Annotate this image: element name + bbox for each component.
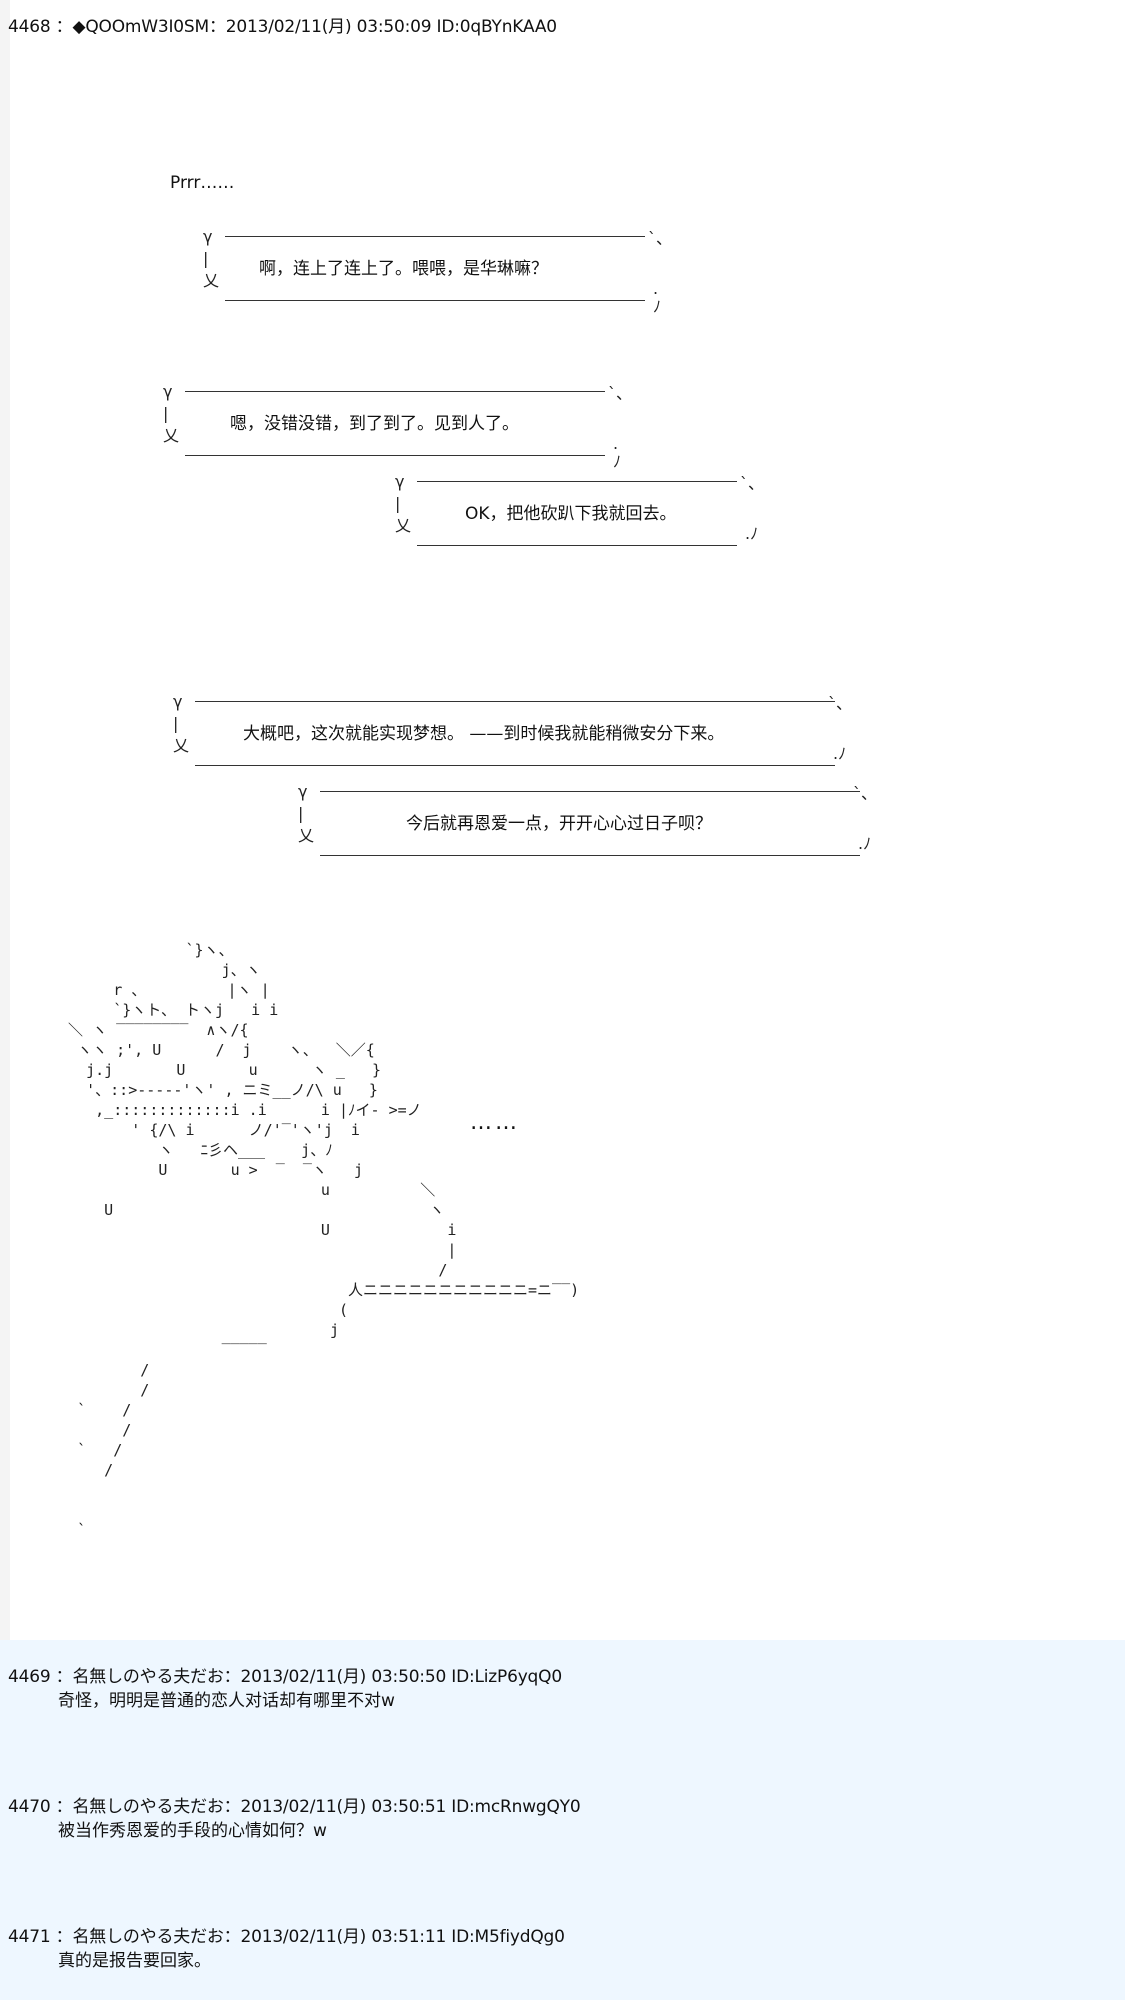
post-body-4471: 真的是报告要回家。 bbox=[58, 1951, 211, 1971]
speech-bubble-5: γ | 乂 `、 .ﾉ 今后就再恩爱一点，开开心心过日子呗？ bbox=[298, 782, 898, 865]
bubble-bottom-edge bbox=[225, 300, 645, 301]
bubble-corner: `、 bbox=[648, 229, 673, 248]
bubble-side: | bbox=[163, 404, 169, 423]
bubble-corner: γ bbox=[203, 227, 213, 246]
bubble-text-1: 啊，连上了连上了。喂喂，是华琳嘛？ bbox=[259, 259, 548, 279]
bubble-corner: `、 bbox=[853, 784, 878, 803]
post-body-4469: 奇怪，明明是普通的恋人对话却有哪里不对w bbox=[58, 1691, 395, 1711]
bubble-corner: 乂 bbox=[203, 271, 220, 290]
ascii-art-line: ` bbox=[50, 1521, 87, 1539]
ascii-art-line: ( bbox=[50, 1301, 349, 1319]
bubble-corner: `、 bbox=[740, 474, 765, 493]
ascii-art-line: j.j U u ヽ _ } bbox=[50, 1061, 382, 1079]
ascii-art-line: u ＼ bbox=[50, 1181, 436, 1199]
ascii-art-line: / bbox=[50, 1421, 132, 1439]
bubble-corner: .ﾉ bbox=[653, 279, 662, 316]
bubble-corner: `、 bbox=[608, 384, 633, 403]
bubble-top-edge bbox=[195, 701, 835, 702]
post-body-4470: 被当作秀恩爱的手段的心情如何？w bbox=[58, 1821, 327, 1841]
ascii-art-line: / bbox=[50, 1261, 448, 1279]
bubble-bottom-edge bbox=[417, 545, 737, 546]
bubble-side: | bbox=[173, 714, 179, 733]
ascii-art-line: U ヽ bbox=[50, 1201, 445, 1219]
bubble-bottom-edge bbox=[195, 765, 835, 766]
bubble-corner: .ﾉ bbox=[833, 744, 847, 763]
bubble-corner: .ﾉ bbox=[858, 834, 872, 853]
ascii-art-line: ' {/\ i ノ/'‾'ヽ'j i bbox=[50, 1121, 360, 1139]
bubble-side: | bbox=[298, 804, 304, 823]
speech-bubble-3: γ | 乂 `、 .ﾉ OK，把他砍趴下我就回去。 bbox=[395, 472, 765, 555]
post-header-4468: 4468 ：◆QOOmW3I0SM：2013/02/11(月) 03:50:09… bbox=[8, 17, 557, 37]
bubble-corner: 乂 bbox=[298, 826, 315, 845]
post-header-4470: 4470 ：名無しのやる夫だお：2013/02/11(月) 03:50:51 I… bbox=[8, 1797, 581, 1817]
speech-bubble-2: γ | 乂 `、 .ﾉ 嗯，没错没错，到了到了。见到人了。 bbox=[163, 382, 632, 471]
bubble-corner: 乂 bbox=[173, 736, 190, 755]
bubble-top-edge bbox=[417, 481, 737, 482]
ascii-art-line: ヽ ﾆ彡ヘ___ j、ﾉ bbox=[50, 1141, 333, 1159]
bubble-side: | bbox=[203, 249, 209, 268]
bubble-corner: 乂 bbox=[395, 516, 412, 535]
bubble-corner: γ bbox=[163, 382, 173, 401]
left-gutter bbox=[0, 0, 10, 1640]
ascii-art-line bbox=[50, 1480, 579, 1500]
ascii-art-line: ‾‾‾‾‾ bbox=[50, 1341, 267, 1359]
speech-bubble-4: γ | 乂 `、 .ﾉ 大概吧，这次就能实现梦想。 ——到时候我就能稍微安分下来… bbox=[173, 692, 853, 775]
bubble-top-edge bbox=[185, 391, 605, 392]
bubble-text-3: OK，把他砍趴下我就回去。 bbox=[465, 504, 677, 524]
ascii-art-line bbox=[50, 1500, 579, 1520]
ascii-art-line: `}ヽト、 トヽj i i bbox=[50, 1001, 279, 1019]
post-header-4469: 4469 ：名無しのやる夫だお：2013/02/11(月) 03:50:50 I… bbox=[8, 1667, 562, 1687]
ascii-art-line: j bbox=[50, 1321, 339, 1339]
bubble-text-5: 今后就再恩爱一点，开开心心过日子呗？ bbox=[406, 814, 712, 834]
bubble-corner: .ﾉ bbox=[745, 524, 759, 543]
ascii-art-line: U u > ‾ ‾ヽ j bbox=[50, 1161, 364, 1179]
bubble-corner: γ bbox=[173, 692, 183, 711]
bubble-top-edge bbox=[225, 236, 645, 237]
bubble-corner: .ﾉ bbox=[613, 434, 622, 471]
replies-area bbox=[0, 1640, 1125, 2000]
ascii-art-line: ヽヽ ;', U / j ヽ、 ＼／{ bbox=[50, 1041, 375, 1059]
ascii-art-line: 人ニニニニニニニニニニニ=ニ‾‾) bbox=[50, 1281, 580, 1299]
ascii-art-line: U i bbox=[50, 1221, 457, 1239]
bubble-corner: γ bbox=[298, 782, 308, 801]
intro-text: Prrr…… bbox=[170, 173, 235, 193]
ascii-art-line: `}ヽ、 bbox=[50, 941, 234, 959]
bubble-side: | bbox=[395, 494, 401, 513]
bubble-bottom-edge bbox=[320, 855, 860, 856]
ascii-art-line: / bbox=[50, 1381, 150, 1399]
ascii-art-line: ＼ ヽ ‾‾‾‾‾‾‾‾ ∧ヽ/{ bbox=[50, 1021, 249, 1039]
bubble-corner: γ bbox=[395, 472, 405, 491]
ascii-art-line: / bbox=[50, 1461, 114, 1479]
speech-bubble-1: γ | 乂 `、 .ﾉ 啊，连上了连上了。喂喂，是华琳嘛？ bbox=[203, 227, 672, 316]
ascii-art-line: r 、 |ヽ | bbox=[50, 981, 270, 999]
bubble-corner: 乂 bbox=[163, 426, 180, 445]
ascii-art-line: | bbox=[50, 1241, 457, 1259]
ascii-art-line: j、ヽ bbox=[50, 961, 261, 979]
ascii-art-line: '、::>-----'ヽ' , ニミ__ノ/\ u } bbox=[50, 1081, 378, 1099]
ascii-art-figure: `}ヽ、 j、ヽ r 、 |ヽ | `}ヽト、 トヽj i i ＼ ヽ ‾‾‾‾… bbox=[50, 940, 579, 1540]
bubble-text-4: 大概吧，这次就能实现梦想。 ——到时候我就能稍微安分下来。 bbox=[243, 724, 725, 744]
main-post-area bbox=[0, 0, 1125, 1640]
bubble-corner: `、 bbox=[828, 694, 853, 713]
bubble-text-2: 嗯，没错没错，到了到了。见到人了。 bbox=[230, 414, 519, 434]
bubble-bottom-edge bbox=[185, 455, 605, 456]
ascii-art-line: / bbox=[50, 1361, 150, 1379]
ascii-art-line: ` / bbox=[50, 1441, 123, 1459]
ellipsis-text: …… bbox=[470, 1110, 520, 1135]
ascii-art-line: ,_:::::::::::::i .i i |ﾉイ‐ >=ノ bbox=[50, 1101, 422, 1119]
post-header-4471: 4471 ：名無しのやる夫だお：2013/02/11(月) 03:51:11 I… bbox=[8, 1927, 565, 1947]
bubble-top-edge bbox=[320, 791, 860, 792]
ascii-art-line: ` / bbox=[50, 1401, 132, 1419]
